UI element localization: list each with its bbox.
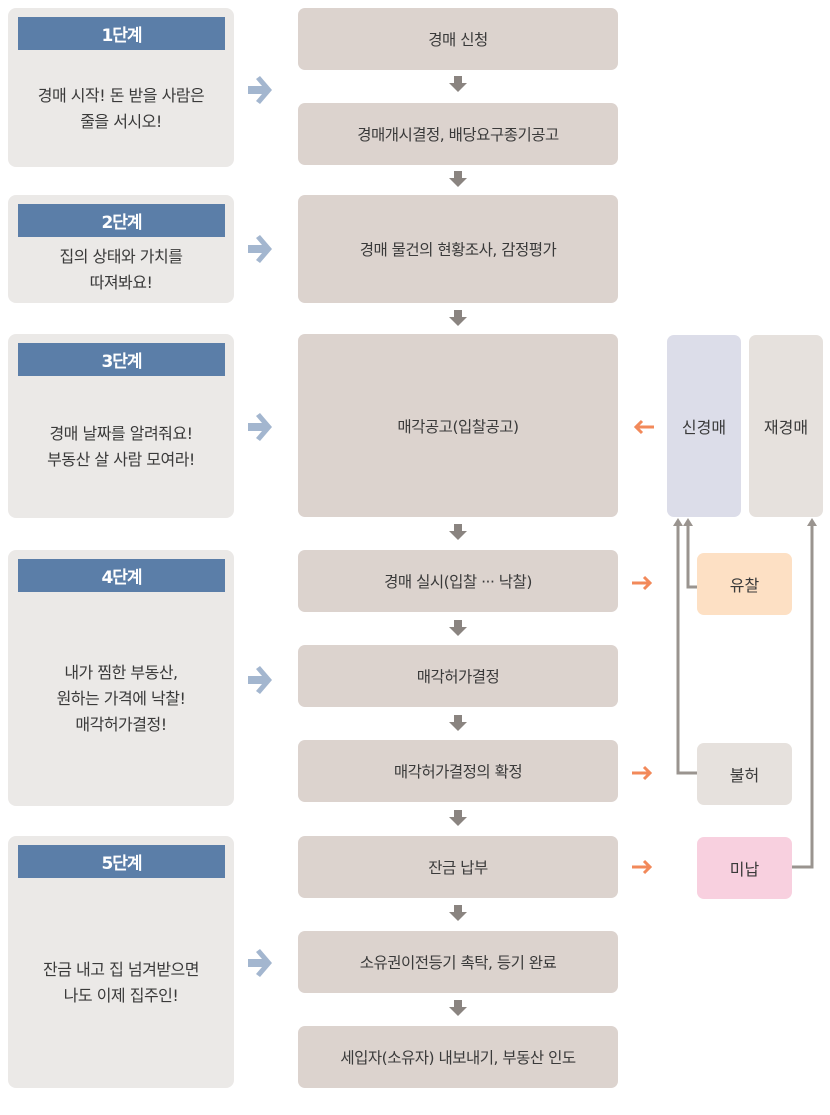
unpaid-box: 미납 (697, 837, 792, 899)
down-arrow-icon (449, 1000, 467, 1016)
stage-label: 2단계 (18, 204, 225, 237)
right-arrow-icon (632, 765, 653, 781)
failed-bid-line (686, 525, 697, 589)
return-lines (676, 525, 814, 869)
blue-arrow-icon (248, 235, 272, 263)
down-arrow-icon (449, 715, 467, 731)
stage-desc: 내가 찜한 부동산, 원하는 가격에 낙찰! 매각허가결정! (56, 663, 186, 734)
down-arrow-icon (449, 620, 467, 636)
down-arrow-icon (449, 810, 467, 826)
up-arrow-icon (807, 518, 817, 526)
unpaid-line (792, 525, 814, 869)
right-arrow-icon (632, 859, 653, 875)
step-sale-notice: 매각공고(입찰공고) (298, 334, 618, 517)
step-survey-appraisal: 경매 물건의 현황조사, 감정평가 (298, 195, 618, 303)
stage-desc: 경매 시작! 돈 받을 사람은 줄을 서시오! (37, 85, 205, 131)
up-arrow-icon (683, 518, 693, 526)
down-arrow-icon (449, 171, 467, 187)
stage-label: 5단계 (18, 845, 225, 878)
blue-arrow-icon (248, 666, 272, 694)
blue-arrow-icon (248, 76, 272, 104)
stage-label: 1단계 (18, 17, 225, 50)
blue-arrow-icon (248, 949, 272, 977)
stage-desc: 집의 상태와 가치를 따져봐요! (59, 247, 183, 292)
blue-arrows (248, 76, 272, 977)
up-arrow-icon (673, 518, 683, 526)
down-arrow-icon (449, 524, 467, 540)
step-auction-bidding: 경매 실시(입찰 ··· 낙찰) (298, 550, 618, 612)
stage-label: 3단계 (18, 343, 225, 376)
step-auction-application: 경매 신청 (298, 8, 618, 70)
re-auction-box: 재경매 (749, 335, 823, 517)
down-arrows (449, 76, 467, 1016)
failed-bid-box: 유찰 (697, 553, 792, 615)
disapproval-line (676, 525, 697, 775)
step-permission-confirmed: 매각허가결정의 확정 (298, 740, 618, 802)
step-balance-payment: 잔금 납부 (298, 836, 618, 898)
down-arrow-icon (449, 905, 467, 921)
step-auction-start-decision: 경매개시결정, 배당요구종기공고 (298, 103, 618, 165)
down-arrow-icon (449, 76, 467, 92)
blue-arrow-icon (248, 413, 272, 441)
new-auction-box: 신경매 (667, 335, 741, 517)
step-registration: 소유권이전등기 촉탁, 등기 완료 (298, 931, 618, 993)
disapproval-box: 불허 (697, 743, 792, 805)
left-arrow-icon (633, 419, 654, 435)
step-delivery: 세입자(소유자) 내보내기, 부동산 인도 (298, 1026, 618, 1088)
stage-desc: 잔금 내고 집 넘겨받으면 나도 이제 집주인! (43, 960, 199, 1005)
stage-label: 4단계 (18, 559, 225, 592)
stage-desc: 경매 날짜를 알려줘요! 부동산 살 사람 모여라! (47, 424, 195, 469)
orange-arrows (632, 419, 654, 875)
right-arrow-icon (632, 575, 653, 591)
down-arrow-icon (449, 310, 467, 326)
step-sale-permission: 매각허가결정 (298, 645, 618, 707)
